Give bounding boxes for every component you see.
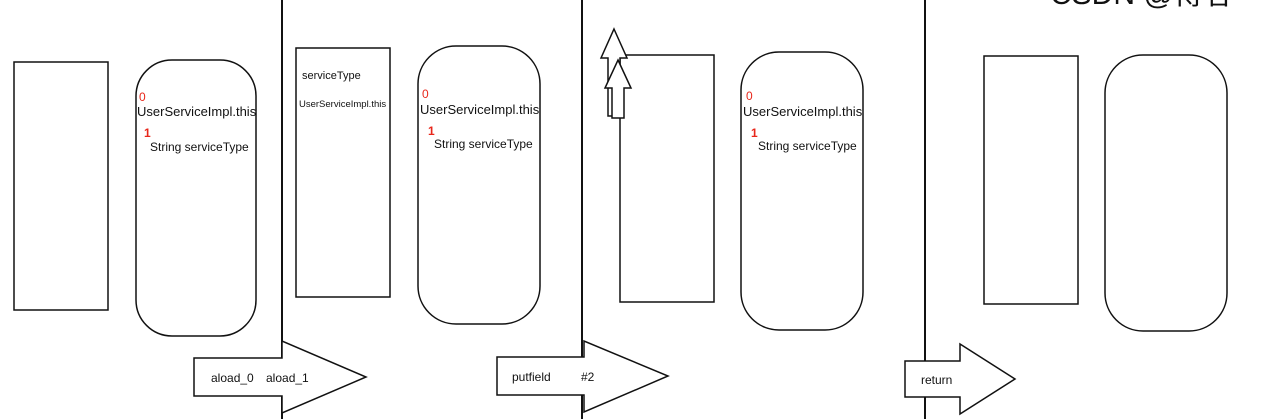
local-var-name: String serviceType [434, 137, 533, 151]
operand-stack-box [295, 47, 391, 298]
operand-stack-box [983, 55, 1079, 305]
instruction-arrow [496, 339, 670, 414]
local-var-name: UserServiceImpl.this [137, 104, 257, 119]
stage-4 [983, 54, 1228, 332]
operand-stack-box [619, 54, 715, 303]
local-var-index: 0 [422, 87, 429, 101]
watermark: CSDN @博客 [1050, 0, 1234, 11]
local-var-index: 1 [428, 124, 435, 138]
local-variable-table [417, 45, 541, 325]
stack-item: serviceType [302, 70, 361, 82]
local-variable-table [135, 59, 257, 337]
local-var-index: 1 [144, 126, 151, 140]
operand-stack-box [13, 61, 109, 311]
stage-1: 0 UserServiceImpl.this 1 String serviceT… [13, 59, 368, 415]
local-var-name: UserServiceImpl.this [743, 104, 863, 119]
local-var-index: 0 [139, 90, 146, 104]
instruction-label: aload_0 [211, 371, 254, 385]
local-variable-table [1104, 54, 1228, 332]
stack-item: UserServiceImpl.this [299, 99, 386, 110]
local-var-index: 1 [751, 126, 758, 140]
stage-2: serviceType UserServiceImpl.this 0 UserS… [295, 45, 670, 414]
local-var-name: String serviceType [758, 139, 857, 153]
instruction-arrow [193, 339, 368, 415]
instruction-arg: #2 [581, 370, 595, 384]
instruction-label: putfield [512, 370, 551, 384]
local-var-name: String serviceType [150, 140, 249, 154]
instruction-arrow [904, 342, 1017, 416]
stage-3: 0 UserServiceImpl.this 1 String serviceT… [599, 27, 1017, 416]
local-var-name: UserServiceImpl.this [420, 102, 540, 117]
pop-arrow-icon [603, 58, 633, 119]
local-variable-table [740, 51, 864, 331]
instruction-label: aload_1 [266, 371, 309, 385]
instruction-label: return [921, 373, 952, 387]
local-var-index: 0 [746, 89, 753, 103]
